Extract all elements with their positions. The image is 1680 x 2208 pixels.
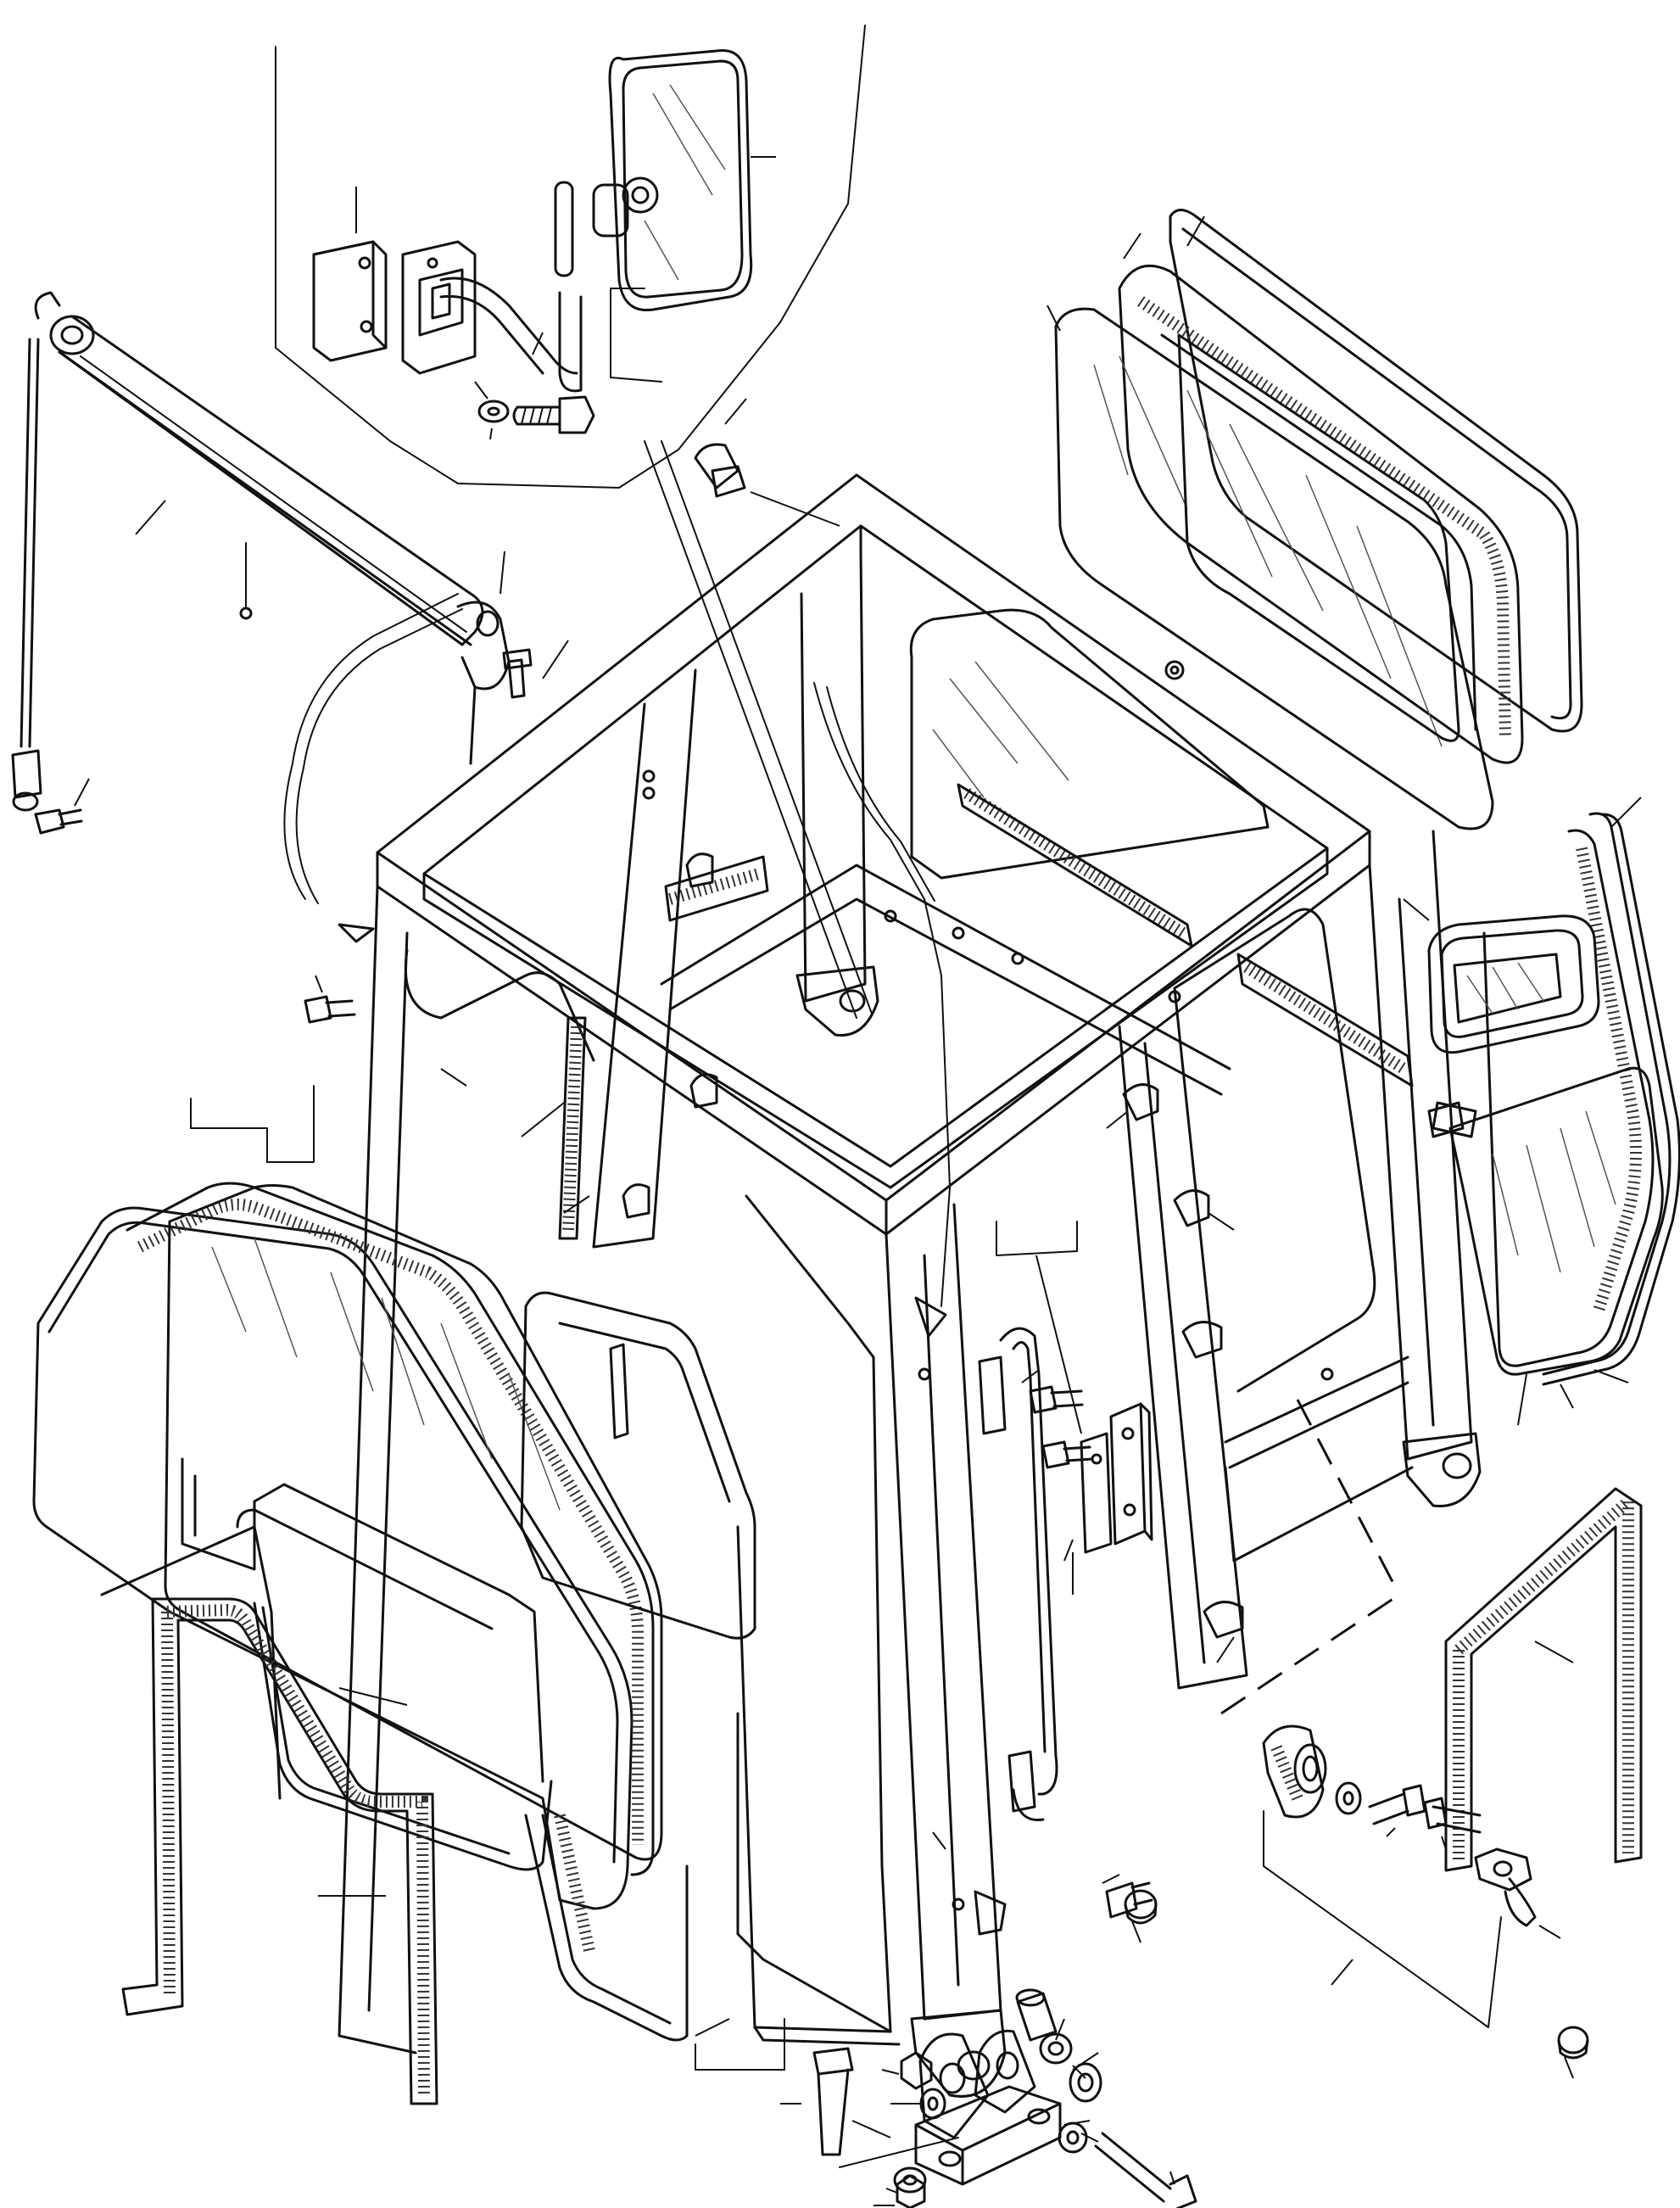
bolt-icon xyxy=(191,975,1092,1467)
washer-icon xyxy=(895,1783,1360,2192)
nut-icon xyxy=(897,1849,1535,2208)
hinge-icon xyxy=(441,854,1242,1934)
mirror-group-outline xyxy=(276,25,865,488)
mirror-group xyxy=(276,25,865,488)
bolt-icon xyxy=(814,1786,1480,2208)
damper-icon xyxy=(1221,1400,1399,1817)
handle-icon xyxy=(284,399,1057,1820)
cap-icon xyxy=(1125,1891,1588,2058)
window-pane-icon xyxy=(1404,797,1679,1425)
seal-strip-icon xyxy=(123,1489,1641,2104)
bolt-icon xyxy=(36,650,531,833)
cab-frame-icon xyxy=(339,475,1480,2096)
window-pane-icon xyxy=(1047,210,1582,830)
bracket-icon xyxy=(403,242,475,373)
bolt-icon xyxy=(514,397,594,433)
roller-blind-icon xyxy=(13,293,568,810)
bracket-icon xyxy=(996,1221,1152,1595)
mount-bracket-icon xyxy=(916,1990,1060,2184)
washer-icon xyxy=(479,401,508,422)
leader-lines xyxy=(695,1811,1573,2205)
pad-icon xyxy=(314,242,386,361)
window-pane-icon xyxy=(34,1183,899,2044)
mirror-icon xyxy=(594,50,751,310)
